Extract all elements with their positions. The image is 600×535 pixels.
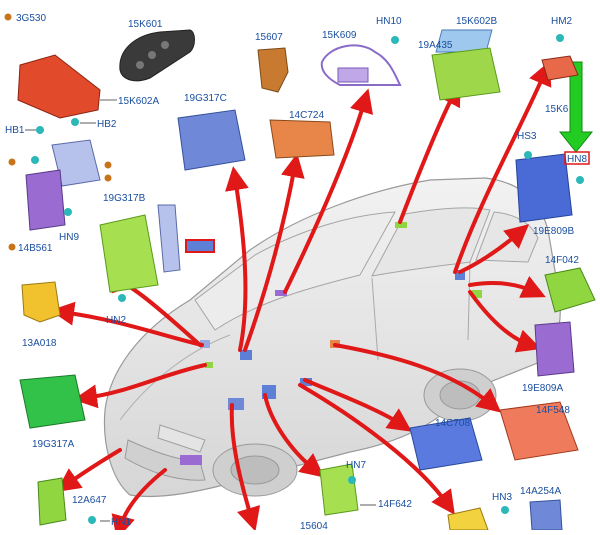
label-HN3: HN3 bbox=[492, 492, 512, 503]
label-14C708: 14C708 bbox=[435, 418, 470, 429]
location-arrows bbox=[50, 60, 552, 535]
label-19A435: 19A435 bbox=[418, 40, 453, 51]
label-19E809B: 19E809B bbox=[533, 226, 574, 237]
leader-lines bbox=[25, 99, 376, 522]
label-15K6: 15K6 bbox=[545, 104, 569, 115]
label-HN10: HN10 bbox=[376, 16, 402, 27]
label-HN2: HN2 bbox=[106, 315, 126, 326]
label-12A647: 12A647 bbox=[72, 495, 107, 506]
hn8-highlight-box bbox=[564, 151, 590, 165]
label-14C724: 14C724 bbox=[289, 110, 324, 121]
label-15K602A: 15K602A bbox=[118, 96, 159, 107]
label-19G317C: 19G317C bbox=[184, 93, 227, 104]
label-14B561: 14B561 bbox=[18, 243, 53, 254]
label-19E809A: 19E809A bbox=[522, 383, 563, 394]
connector-dots bbox=[4, 13, 584, 524]
label-HN9: HN9 bbox=[59, 232, 79, 243]
label-14F642: 14F642 bbox=[378, 499, 412, 510]
label-HN7: HN7 bbox=[346, 460, 366, 471]
label-HS3: HS3 bbox=[517, 131, 537, 142]
label-HN8: HN8 bbox=[567, 154, 587, 165]
label-14A254A: 14A254A bbox=[520, 486, 561, 497]
label-15K602B: 15K602B bbox=[456, 16, 497, 27]
label-13A018: 13A018 bbox=[22, 338, 57, 349]
label-14F548: 14F548 bbox=[536, 405, 570, 416]
label-19G317B: 19G317B bbox=[103, 193, 146, 204]
label-HM2: HM2 bbox=[551, 16, 573, 27]
label-15604: 15604 bbox=[300, 521, 328, 530]
component-icons bbox=[17, 29, 596, 531]
part-labels: 3G530 15K601 15607 15K609 HN10 15K602B H… bbox=[5, 13, 587, 532]
label-HN1: HN1 bbox=[111, 517, 131, 528]
label-3G530: 3G530 bbox=[16, 13, 46, 24]
label-19G317A: 19G317A bbox=[32, 439, 75, 450]
label-14F042: 14F042 bbox=[545, 255, 579, 266]
label-15K601: 15K601 bbox=[128, 19, 163, 30]
label-HB2: HB2 bbox=[97, 119, 117, 130]
label-15K609: 15K609 bbox=[322, 30, 357, 41]
label-15607: 15607 bbox=[255, 32, 283, 43]
label-HB1: HB1 bbox=[5, 125, 25, 136]
